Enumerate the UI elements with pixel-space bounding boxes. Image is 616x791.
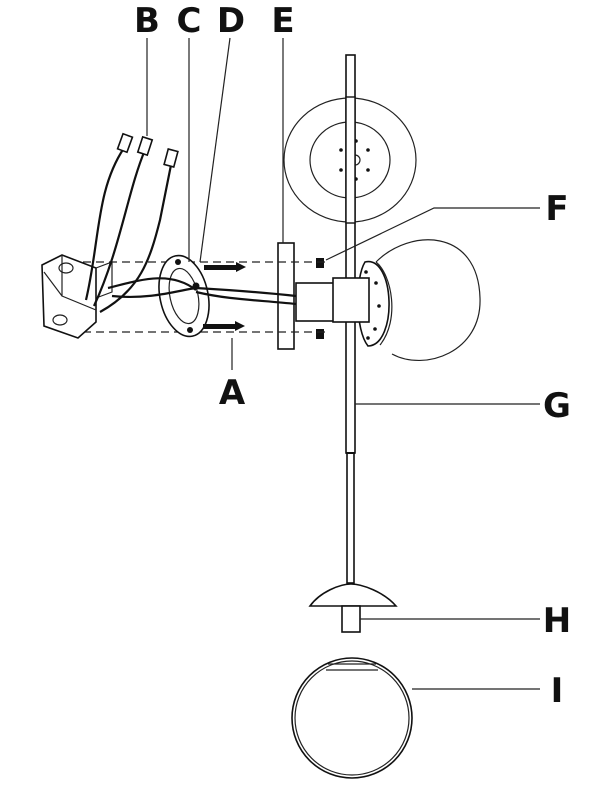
label-c: C <box>177 1 202 41</box>
mounting-screws <box>316 258 324 339</box>
supply-wires <box>84 147 297 313</box>
side-globe <box>357 239 481 362</box>
label-a: A <box>219 373 246 413</box>
mounting-bracket <box>158 254 246 338</box>
label-e: E <box>271 1 294 41</box>
label-b: B <box>134 1 160 41</box>
upper-globe <box>283 96 417 224</box>
center-rod <box>345 54 356 584</box>
callout-labels: B C D E F A G H I <box>134 1 571 711</box>
label-h: H <box>543 601 571 641</box>
arm-coupling <box>295 277 370 323</box>
junction-box <box>41 254 113 339</box>
label-i: I <box>551 671 564 711</box>
bottom-globe <box>291 657 413 779</box>
label-g: G <box>543 386 571 426</box>
leader-lines <box>146 37 540 690</box>
globe-holder <box>308 583 398 633</box>
label-d: D <box>217 1 245 41</box>
label-f: F <box>545 189 568 229</box>
wire-connectors <box>116 132 179 169</box>
